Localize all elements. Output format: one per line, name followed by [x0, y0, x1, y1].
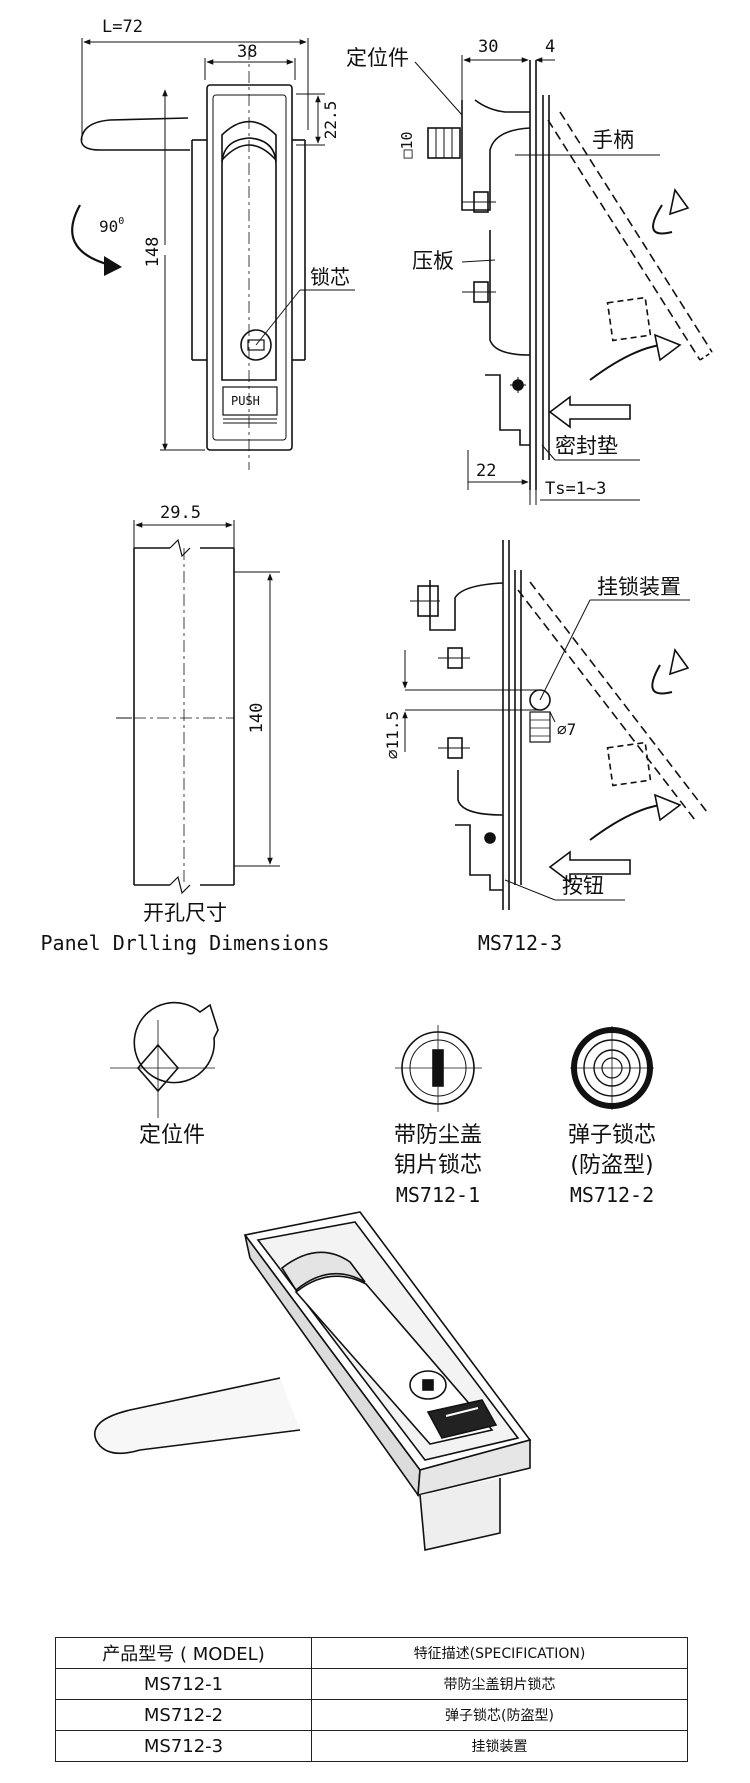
label-lock-core: 锁芯 [310, 265, 350, 289]
core-3-model: MS712-2 [570, 1183, 654, 1207]
dim-depth: 30 [478, 37, 498, 57]
core-ms712-2-icon [570, 1026, 654, 1110]
label-gasket: 密封垫 [555, 434, 618, 458]
label-button: 按钮 [562, 874, 604, 898]
label-locator: 定位件 [346, 46, 409, 70]
push-label: PUSH [231, 394, 260, 408]
table-row: MS712-3 挂锁装置 [55, 1730, 688, 1762]
dim-hole: ⌀7 [557, 720, 576, 739]
label-handle: 手柄 [592, 128, 634, 152]
table-row: MS712-1 带防尘盖钥片锁芯 [55, 1668, 688, 1700]
table-header-model: 产品型号 ( MODEL) [55, 1637, 312, 1669]
spec-table: 产品型号 ( MODEL) 特征描述(SPECIFICATION) MS712-… [55, 1637, 688, 1762]
table-header-spec: 特征描述(SPECIFICATION) [311, 1637, 688, 1669]
dim-thickness: 4 [545, 37, 555, 57]
core-1-name: 定位件 [139, 1123, 205, 1148]
core-3-name-line1: 弹子锁芯 [568, 1123, 656, 1148]
cutout-view [116, 520, 280, 895]
table-cell-model: MS712-1 [55, 1668, 312, 1700]
dim-body-width: 38 [237, 42, 257, 62]
side-view [414, 55, 713, 505]
label-pressure-plate: 压板 [412, 249, 454, 273]
dim-bottom: 22 [476, 461, 496, 481]
caption-ms712-3: MS712-3 [478, 931, 562, 955]
core-2-name-line2: 钥片锁芯 [394, 1153, 482, 1178]
dim-panel-thickness: Ts=1~3 [545, 479, 606, 499]
rotation-angle-sup: 0 [118, 216, 124, 227]
caption-cutout-en: Panel Drlling Dimensions [41, 931, 330, 955]
dim-top-offset: 22.5 [321, 101, 340, 140]
table-cell-spec: 挂锁装置 [311, 1730, 688, 1762]
core-2-model: MS712-1 [396, 1183, 480, 1207]
front-view [71, 38, 355, 470]
dim-shackle: ⌀11.5 [383, 711, 402, 759]
core-locator-icon [110, 1001, 219, 1118]
table-cell-spec: 带防尘盖钥片锁芯 [311, 1668, 688, 1700]
table-cell-spec: 弹子锁芯(防盗型) [311, 1699, 688, 1731]
core-3-name-line2: (防盗型) [570, 1153, 653, 1178]
dim-cutout-width: 29.5 [160, 503, 201, 523]
core-2-name-line1: 带防尘盖 [394, 1123, 482, 1148]
product-illustration [93, 1211, 532, 1551]
dim-height: 148 [143, 237, 163, 268]
ms712-3-view [402, 540, 708, 910]
table-row: MS712-2 弹子锁芯(防盗型) [55, 1699, 688, 1731]
dim-cutout-height: 140 [247, 703, 267, 734]
dim-key-size: □10 [398, 131, 416, 158]
core-ms712-1-icon [395, 1025, 482, 1112]
caption-cutout-cn: 开孔尺寸 [143, 901, 227, 925]
table-cell-model: MS712-3 [55, 1730, 312, 1762]
table-cell-model: MS712-2 [55, 1699, 312, 1731]
dim-total-width: L=72 [102, 17, 143, 37]
table-header-row: 产品型号 ( MODEL) 特征描述(SPECIFICATION) [55, 1637, 688, 1669]
rotation-angle: 900 [99, 216, 124, 236]
label-padlock: 挂锁装置 [597, 575, 681, 599]
